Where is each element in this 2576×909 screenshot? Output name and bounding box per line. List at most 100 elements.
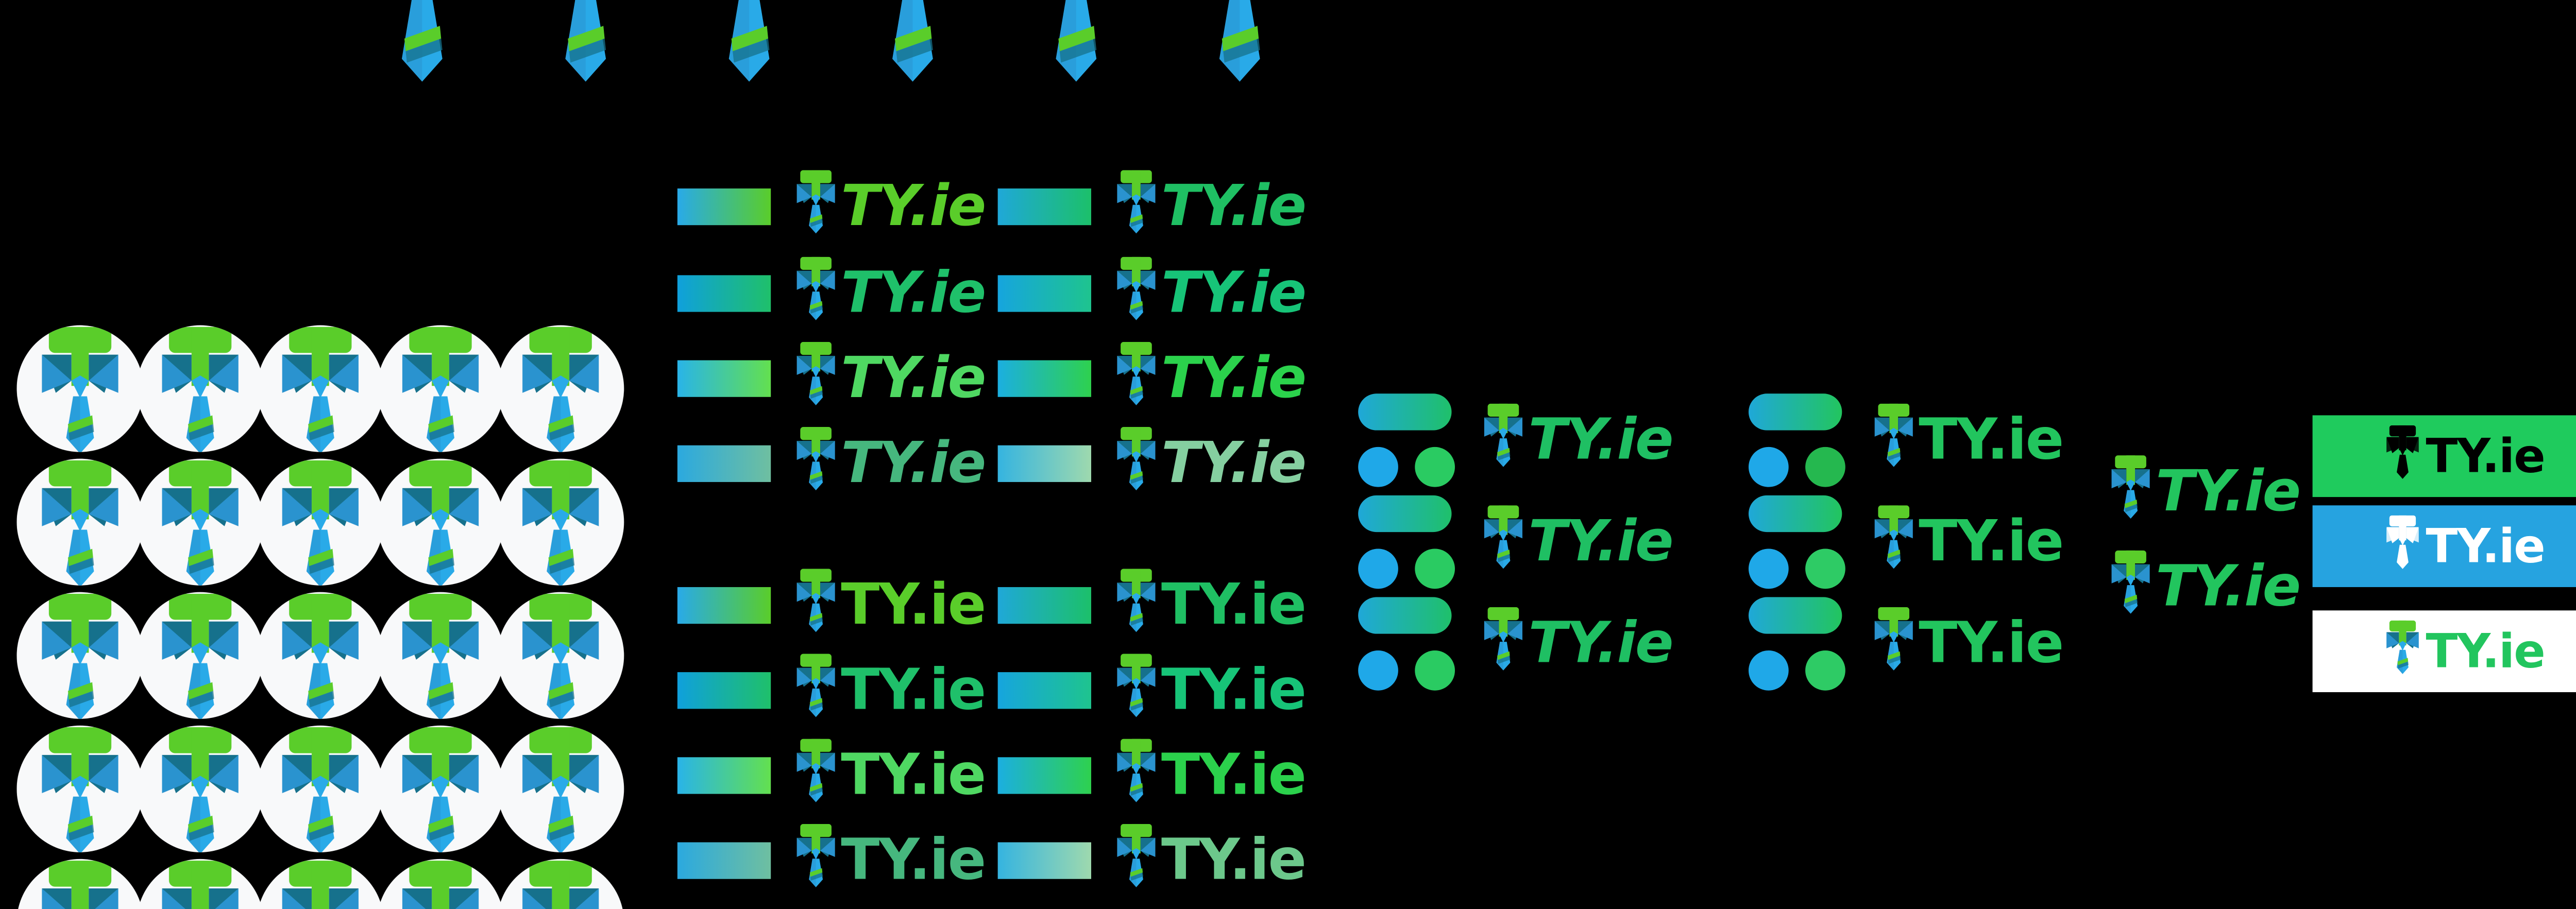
gradient-pill <box>1748 495 1842 533</box>
lockup-italic-a-2[interactable]: TY.ie <box>677 341 986 415</box>
avatar[interactable] <box>497 725 624 852</box>
gradient-swatch-bar <box>677 672 771 709</box>
necktie-t-logo-mark <box>1482 403 1525 477</box>
avatar[interactable] <box>16 725 144 852</box>
swatch-card-italic-0[interactable]: TY.ie <box>1358 393 1674 487</box>
wordmark: TY.ie <box>1161 742 1307 809</box>
swatch-card-italic-1[interactable]: TY.ie <box>1358 495 1674 589</box>
avatar[interactable] <box>377 325 504 452</box>
dot-green <box>1805 548 1845 589</box>
avatar[interactable] <box>16 458 144 586</box>
icon-strip <box>359 0 1303 87</box>
dot-blue <box>1748 650 1789 691</box>
dot-blue <box>1358 650 1398 691</box>
gradient-swatch-bar <box>677 587 771 624</box>
white-panel[interactable]: TY.ie <box>2312 610 2576 692</box>
avatar-grid <box>16 325 667 909</box>
avatar[interactable] <box>497 859 624 909</box>
avatar[interactable] <box>16 325 144 452</box>
gradient-swatch-bar <box>997 275 1091 312</box>
dot-green <box>1415 548 1455 589</box>
dot-green <box>1415 447 1455 487</box>
lockup-italic-a-3[interactable]: TY.ie <box>677 427 986 500</box>
lockup-italic-b-2[interactable]: TY.ie <box>997 341 1307 415</box>
avatar[interactable] <box>377 725 504 852</box>
wordmark: TY.ie <box>841 572 986 639</box>
gradient-swatch-bar <box>997 757 1091 794</box>
avatar[interactable] <box>497 592 624 719</box>
color-dots <box>1358 447 1455 487</box>
necktie-t-logo-mark <box>794 170 838 243</box>
lockup-upright-b-3[interactable]: TY.ie <box>997 824 1307 897</box>
avatar[interactable] <box>137 325 264 452</box>
avatar[interactable] <box>16 859 144 909</box>
dot-blue <box>1358 447 1398 487</box>
lockup-italic-b-0[interactable]: TY.ie <box>997 170 1307 243</box>
avatar[interactable] <box>16 592 144 719</box>
wordmark: TY.ie <box>1161 572 1307 639</box>
gradient-swatch-bar <box>677 842 771 879</box>
swatch-group <box>1748 597 1845 691</box>
avatar[interactable] <box>257 859 384 909</box>
avatar[interactable] <box>137 458 264 586</box>
wordmark: TY.ie <box>841 657 986 724</box>
blue-panel[interactable]: TY.ie <box>2312 505 2576 587</box>
dot-green <box>1805 447 1845 487</box>
necktie-t-logo-mark <box>794 739 838 812</box>
swatch-card-upright-1[interactable]: TY.ie <box>1748 495 2064 589</box>
wordmark: TY.ie <box>1161 260 1307 327</box>
dot-green <box>1415 650 1455 691</box>
plain-lockup-1[interactable]: TY.ie <box>2109 550 2301 624</box>
wordmark: TY.ie <box>2426 427 2546 483</box>
avatar[interactable] <box>377 592 504 719</box>
wordmark: TY.ie <box>2156 458 2301 526</box>
lockup-upright-b-2[interactable]: TY.ie <box>997 739 1307 812</box>
swatch-card-italic-2[interactable]: TY.ie <box>1358 597 1674 691</box>
necktie-t-logo-mark <box>794 427 838 500</box>
gradient-pill <box>1358 393 1452 431</box>
avatar[interactable] <box>137 592 264 719</box>
avatar[interactable] <box>137 725 264 852</box>
lockup-italic-b-1[interactable]: TY.ie <box>997 256 1307 330</box>
avatar[interactable] <box>137 859 264 909</box>
lockup-upright-b-0[interactable]: TY.ie <box>997 569 1307 642</box>
avatar[interactable] <box>257 325 384 452</box>
necktie-t-logo-mark-mono <box>2384 514 2421 578</box>
necktie-t-logo-mark <box>1114 569 1158 642</box>
swatch-card-upright-0[interactable]: TY.ie <box>1748 393 2064 487</box>
wordmark: TY.ie <box>1528 610 1673 677</box>
necktie-t-logo-mark <box>359 0 485 87</box>
lockup-upright-a-1[interactable]: TY.ie <box>677 654 986 727</box>
necktie-t-logo-mark <box>1482 607 1525 680</box>
wordmark: TY.ie <box>2426 623 2546 678</box>
color-dots <box>1748 548 1845 589</box>
necktie-t-logo-mark <box>522 0 649 87</box>
gradient-swatch-bar <box>677 188 771 226</box>
avatar[interactable] <box>377 458 504 586</box>
wordmark: TY.ie <box>1161 430 1307 498</box>
color-dots <box>1748 447 1845 487</box>
avatar[interactable] <box>497 458 624 586</box>
wordmark: TY.ie <box>1161 827 1307 894</box>
necktie-t-logo-mark <box>686 0 812 87</box>
wordmark: TY.ie <box>841 173 986 241</box>
green-panel[interactable]: TY.ie <box>2312 415 2576 498</box>
avatar[interactable] <box>257 592 384 719</box>
lockup-upright-b-1[interactable]: TY.ie <box>997 654 1307 727</box>
wordmark: TY.ie <box>1919 407 2064 474</box>
avatar[interactable] <box>257 725 384 852</box>
lockup-italic-b-3[interactable]: TY.ie <box>997 427 1307 500</box>
gradient-swatch-bar <box>997 360 1091 397</box>
plain-lockup-0[interactable]: TY.ie <box>2109 455 2301 528</box>
gradient-swatch-bar <box>997 672 1091 709</box>
lockup-upright-a-3[interactable]: TY.ie <box>677 824 986 897</box>
avatar[interactable] <box>377 859 504 909</box>
swatch-card-upright-2[interactable]: TY.ie <box>1748 597 2064 691</box>
avatar[interactable] <box>257 458 384 586</box>
lockup-italic-a-0[interactable]: TY.ie <box>677 170 986 243</box>
lockup-upright-a-2[interactable]: TY.ie <box>677 739 986 812</box>
lockup-italic-a-1[interactable]: TY.ie <box>677 256 986 330</box>
lockup-upright-a-0[interactable]: TY.ie <box>677 569 986 642</box>
avatar[interactable] <box>497 325 624 452</box>
necktie-t-logo-mark <box>1872 607 1916 680</box>
